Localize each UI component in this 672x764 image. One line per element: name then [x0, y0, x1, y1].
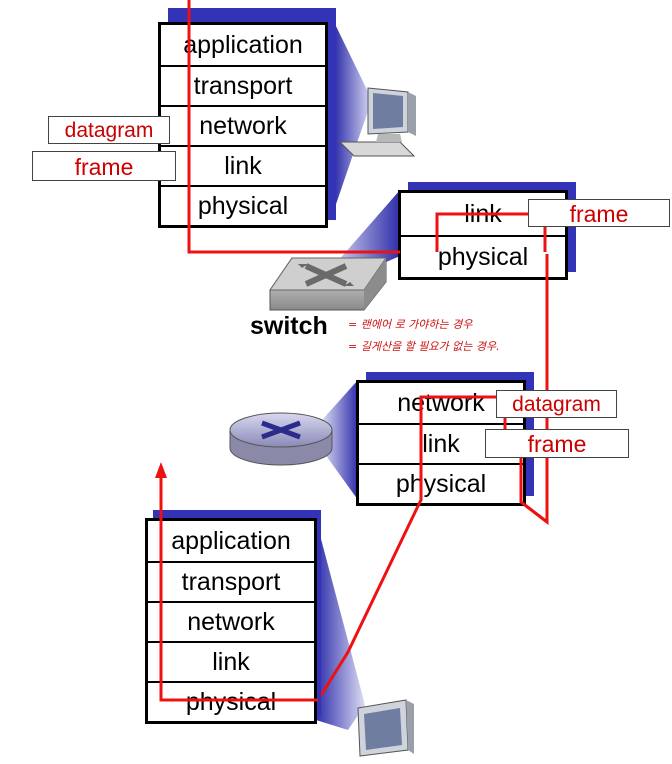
frame-tag: frame: [485, 429, 629, 458]
host-connector-wedge: [316, 520, 365, 730]
handwritten-note: = 랜에어 로 가야하는 경우: [348, 318, 473, 331]
link-layer: link: [148, 641, 314, 681]
path-arrowhead: [155, 462, 167, 478]
switch-label: switch: [250, 312, 328, 340]
transport-layer: transport: [148, 561, 314, 601]
desktop-computer-icon: [357, 699, 414, 757]
datagram-tag: datagram: [48, 116, 170, 144]
handwritten-note: = 길게산을 할 필요가 없는 경우.: [348, 340, 500, 353]
link-layer: link: [161, 145, 325, 185]
transport-layer: transport: [161, 65, 325, 105]
source-host-stack: application transport network link physi…: [158, 8, 336, 228]
network-layer: network: [161, 105, 325, 145]
frame-tag: frame: [528, 199, 670, 227]
host-connector-wedge: [334, 22, 372, 210]
router-connector-wedge: [322, 380, 358, 500]
destination-host-stack: application transport network link physi…: [145, 510, 321, 724]
switch-stack: link physical: [398, 182, 576, 280]
physical-layer: physical: [148, 681, 314, 721]
physical-layer: physical: [401, 235, 565, 277]
frame-tag: frame: [32, 151, 176, 181]
physical-layer: physical: [161, 185, 325, 225]
switch-icon: [269, 257, 387, 311]
physical-layer: physical: [359, 463, 523, 503]
network-layer: network: [148, 601, 314, 641]
datagram-tag: datagram: [496, 390, 617, 418]
application-layer: application: [183, 31, 303, 59]
router-icon: [229, 412, 333, 466]
application-layer: application: [171, 527, 291, 555]
